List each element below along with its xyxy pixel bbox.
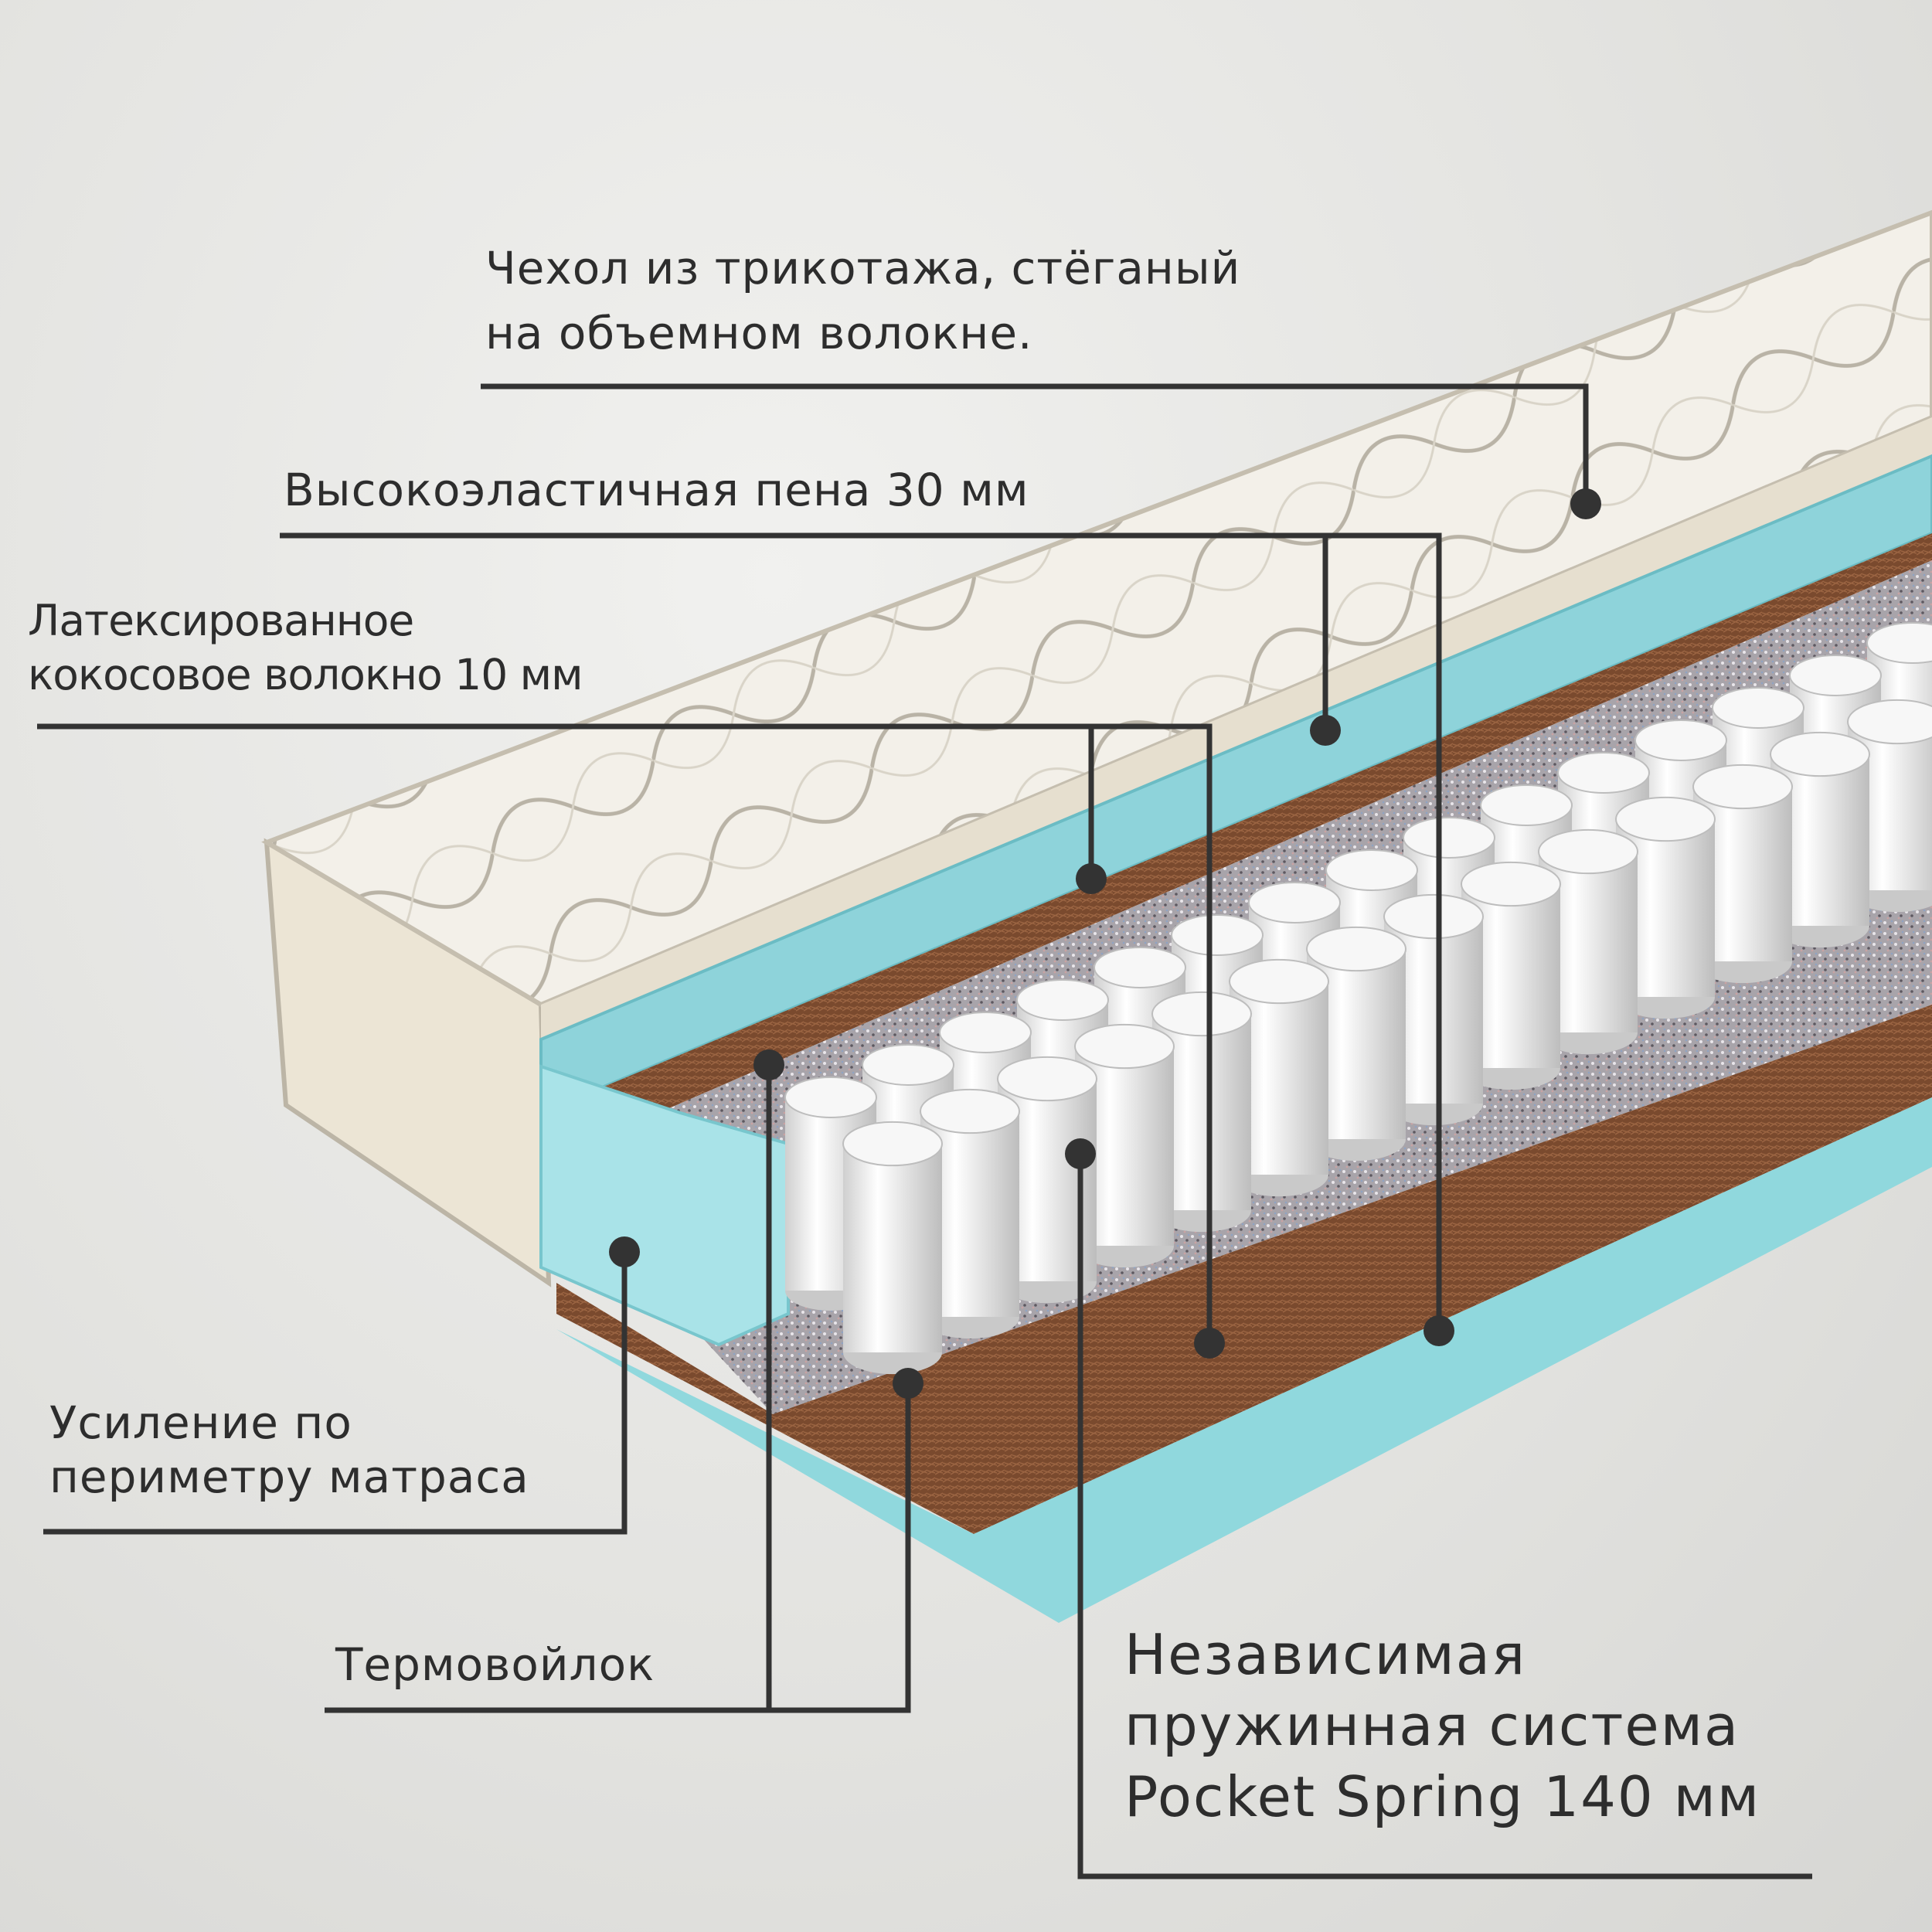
label-perimeter-line-2: периметру матраса — [49, 1451, 529, 1503]
label-coconut-line-1: Латексированное — [28, 596, 414, 645]
quilted-cover-top — [261, 209, 1932, 1008]
label-cover-line-2: на объемном волокне. — [485, 307, 1033, 359]
marker-felt-bottom — [893, 1368, 923, 1399]
label-perimeter: Усиление по периметру матраса — [49, 1396, 529, 1504]
label-foam-line-1: Высокоэластичная пена 30 мм — [284, 464, 1029, 516]
spring-pocket — [1692, 764, 1793, 984]
label-felt: Термовойлок — [335, 1637, 655, 1692]
coconut-layer-bottom — [556, 1005, 1932, 1534]
leader-line-perimeter — [43, 1252, 628, 1535]
marker-cover — [1570, 488, 1601, 519]
label-perimeter-line-1: Усиление по — [49, 1396, 352, 1449]
label-springs-line-1: Независимая — [1124, 1622, 1527, 1687]
marker-springs — [1065, 1138, 1096, 1169]
leader-line-springs — [1077, 1154, 1812, 1879]
label-springs-line-3: Pocket Spring 140 мм — [1124, 1764, 1761, 1829]
marker-coconut — [1076, 863, 1107, 894]
label-cover: Чехол из трикотажа, стёганый на объемном… — [485, 236, 1240, 366]
label-springs-line-2: пружинная система — [1124, 1693, 1740, 1758]
spring-pocket — [842, 1121, 943, 1375]
foam-base — [556, 1097, 1932, 1623]
marker-foam-base — [1423, 1315, 1454, 1346]
leader-line-felt — [325, 1383, 911, 1713]
label-felt-line-1: Термовойлок — [335, 1638, 655, 1691]
perimeter-foam-block — [539, 1064, 790, 1347]
pocket-springs — [784, 622, 1932, 1375]
label-coconut: Латексированное кокосовое волокно 10 мм — [28, 594, 583, 702]
leader-line-foam — [280, 532, 1442, 1331]
label-coconut-line-2: кокосовое волокно 10 мм — [28, 650, 583, 699]
leader-line-coconut — [37, 723, 1213, 1343]
marker-felt — [753, 1049, 784, 1080]
cover-edge — [541, 417, 1932, 1039]
label-cover-line-1: Чехол из трикотажа, стёганый — [485, 242, 1241, 294]
label-springs: Независимая пружинная система Pocket Spr… — [1124, 1619, 1760, 1832]
label-foam: Высокоэластичная пена 30 мм — [284, 462, 1029, 518]
marker-coconut-bottom — [1194, 1328, 1225, 1359]
marker-perimeter — [609, 1236, 640, 1267]
leader-line-cover — [481, 383, 1589, 504]
coconut-layer-top — [541, 533, 1932, 1144]
marker-foam — [1310, 715, 1341, 746]
